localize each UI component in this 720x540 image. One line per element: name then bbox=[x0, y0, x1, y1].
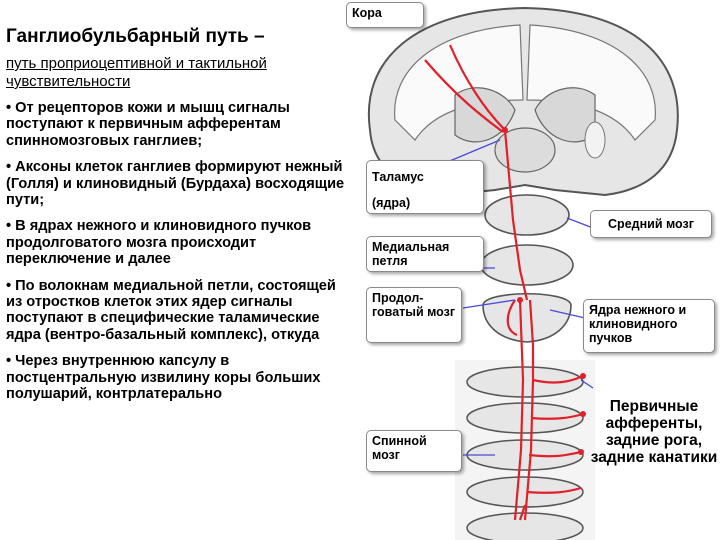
label-text: Средний мозг bbox=[608, 217, 694, 231]
midbrain-section bbox=[480, 194, 574, 286]
bullet-item: • Через внутреннюю капсулу в постцентрал… bbox=[6, 353, 321, 403]
bullet-item: • Аксоны клеток ганглиев формируют нежны… bbox=[6, 159, 345, 209]
label-medial-lemniscus: Медиальная петля bbox=[366, 236, 484, 272]
medulla-section bbox=[482, 293, 572, 343]
page-subtitle: путь проприоцептивной и тактильной чувст… bbox=[6, 55, 267, 90]
label-text: Спинной мозг bbox=[372, 434, 427, 462]
bullet-item: • По волокнам медиальной петли, состояще… bbox=[6, 277, 336, 343]
pathway-diagram bbox=[367, 6, 679, 540]
label-nuclei: Ядра нежного и клиновидного пучков bbox=[583, 299, 715, 353]
label-medulla: Продол- говатый мозг bbox=[366, 287, 462, 343]
bullet-list: • От рецепторов кожи и мышц сигналы пост… bbox=[6, 100, 351, 413]
label-text: Ядра нежного и клиновидного пучков bbox=[589, 303, 687, 345]
bullet-item: • От рецепторов кожи и мышц сигналы пост… bbox=[6, 100, 290, 149]
label-thalamus: Таламус (ядра) bbox=[366, 160, 484, 214]
page-title: Ганглиобульбарный путь – bbox=[6, 26, 265, 47]
label-text: Кора bbox=[352, 6, 382, 20]
label-text: Медиальная петля bbox=[372, 240, 450, 268]
label-text: Таламус bbox=[372, 170, 424, 184]
ascending-pathway bbox=[424, 44, 584, 521]
pathway-nuclei bbox=[502, 127, 586, 455]
label-spinal-cord: Спинной мозг bbox=[366, 430, 462, 472]
label-cortex: Кора bbox=[346, 2, 424, 28]
brain-section bbox=[367, 6, 679, 197]
label-midbrain: Средний мозг bbox=[590, 210, 712, 238]
label-primary-afferents: Первичные афференты, задние рога, задние… bbox=[590, 398, 718, 466]
label-text: (ядра) bbox=[372, 196, 411, 210]
bullet-item: • В ядрах нежного и клиновидного пучков … bbox=[6, 218, 312, 268]
label-text: Продол- говатый мозг bbox=[372, 291, 456, 319]
